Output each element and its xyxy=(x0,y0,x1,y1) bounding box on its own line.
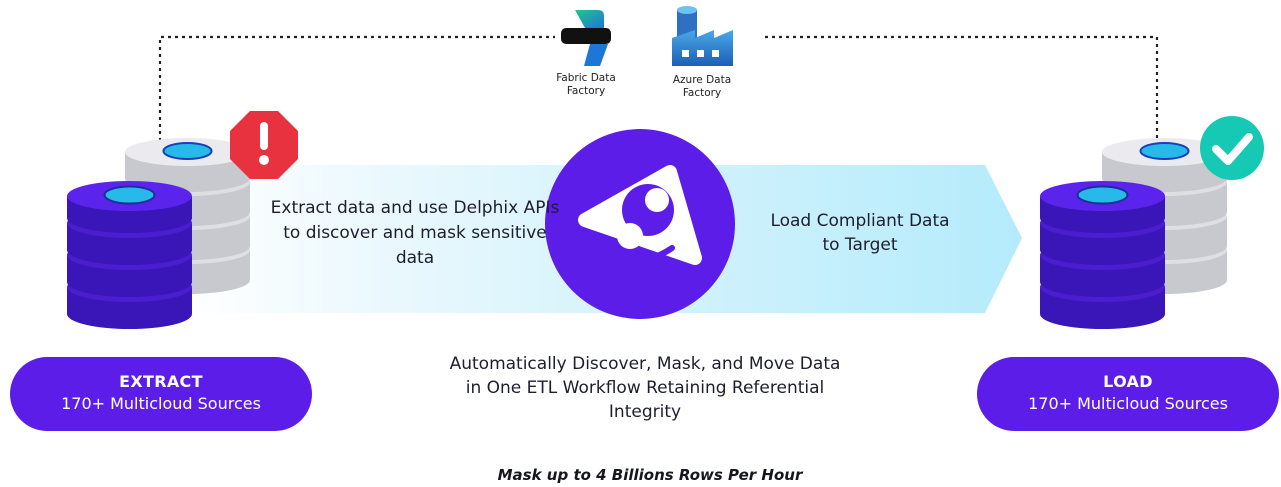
tagline: Mask up to 4 Billions Rows Per Hour xyxy=(497,466,803,484)
load-pill-title: LOAD xyxy=(1103,372,1153,391)
load-pill-subtitle: 170+ Multicloud Sources xyxy=(1028,394,1228,413)
load-database-front xyxy=(1040,181,1165,329)
check-circle-icon xyxy=(1200,116,1264,180)
center-description: Automatically Discover, Mask, and Move D… xyxy=(449,354,841,422)
extract-step-text: Extract data and use Delphix APIs to dis… xyxy=(270,198,560,268)
load-pill: LOAD 170+ Multicloud Sources xyxy=(977,357,1279,431)
extract-pill-subtitle: 170+ Multicloud Sources xyxy=(61,394,261,413)
fabric-data-factory-icon xyxy=(561,10,611,66)
extract-database-front xyxy=(67,181,192,329)
extract-pill: EXTRACT 170+ Multicloud Sources xyxy=(10,357,312,431)
azure-data-factory-icon xyxy=(672,6,733,66)
exclamation-octagon-icon xyxy=(230,111,298,179)
dotted-connector xyxy=(158,35,1159,150)
load-step-text: Load Compliant Data to Target xyxy=(770,211,950,255)
delphix-logo xyxy=(545,129,735,319)
azure-data-factory-label: Azure Data Factory xyxy=(672,74,732,99)
extract-pill-title: EXTRACT xyxy=(119,372,203,391)
fabric-data-factory-label: Fabric Data Factory xyxy=(556,72,616,97)
